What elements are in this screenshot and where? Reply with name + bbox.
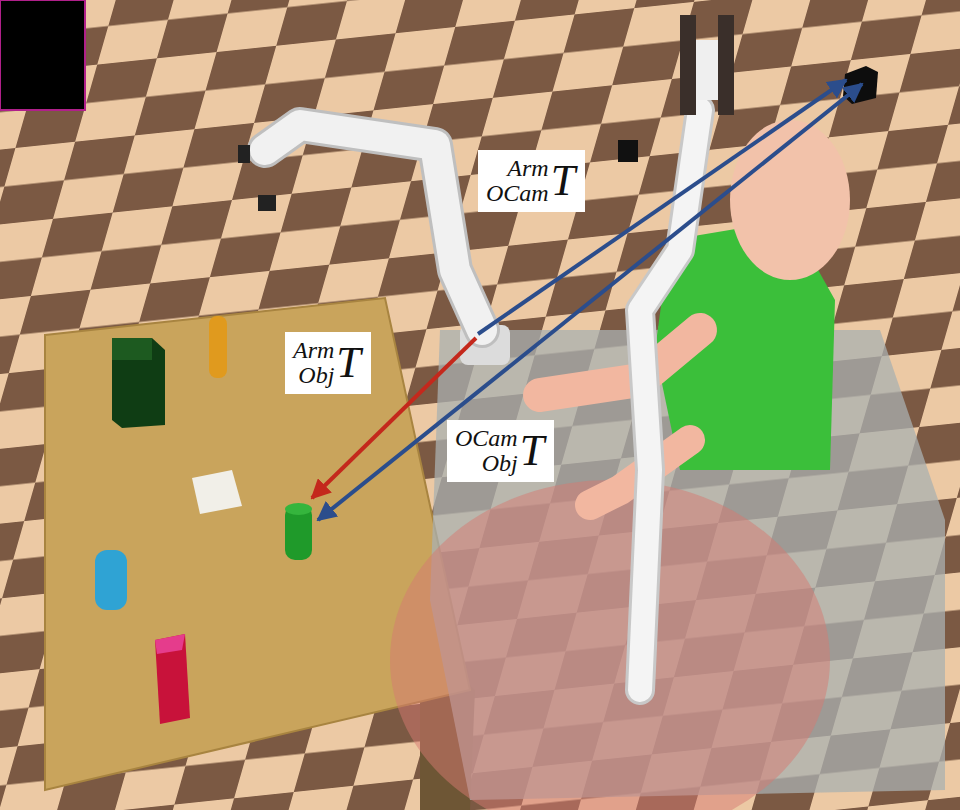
transform-label: Obj [482, 451, 518, 476]
orange-cylinder [209, 316, 227, 378]
gripper [258, 195, 276, 211]
script-stack: ArmObj [293, 338, 334, 388]
mounted-gripper [680, 15, 696, 115]
dark-patch [0, 0, 85, 110]
arm-camera-arrow [478, 80, 846, 334]
transform-label: OCam [455, 426, 518, 451]
camera-small [618, 140, 638, 162]
label-box: OCamObjT [447, 420, 554, 482]
gripper [238, 145, 250, 163]
label-box: ArmObjT [285, 332, 371, 394]
transform-label: T [520, 429, 544, 473]
transform-label: Arm [507, 156, 548, 181]
person-arm [540, 330, 700, 395]
robot-arm-outline [265, 125, 482, 330]
white-marker [192, 470, 242, 514]
green-box-top [112, 338, 152, 360]
transform-label: Arm [293, 338, 334, 363]
script-stack: OCamObj [455, 426, 518, 476]
transform-label: OCam [486, 181, 549, 206]
robot-arm [265, 125, 482, 330]
script-stack: ArmOCam [486, 156, 549, 206]
cyan-cylinder [95, 550, 127, 610]
wheelchair-region [390, 480, 830, 810]
mounted-gripper [718, 15, 734, 115]
mounted-arm [640, 110, 700, 690]
camera-object-arrow [318, 84, 862, 520]
mounted-gripper [696, 40, 718, 100]
transform-label: Obj [298, 363, 334, 388]
transform-label: T [336, 341, 360, 385]
green-box [112, 338, 165, 428]
red-box [155, 634, 190, 724]
green-cylinder-top [285, 503, 312, 515]
mounted-arm-outline [640, 110, 700, 690]
transform-label: T [551, 159, 575, 203]
red-box-top [155, 634, 185, 654]
label-box: ArmOCamT [478, 150, 585, 212]
